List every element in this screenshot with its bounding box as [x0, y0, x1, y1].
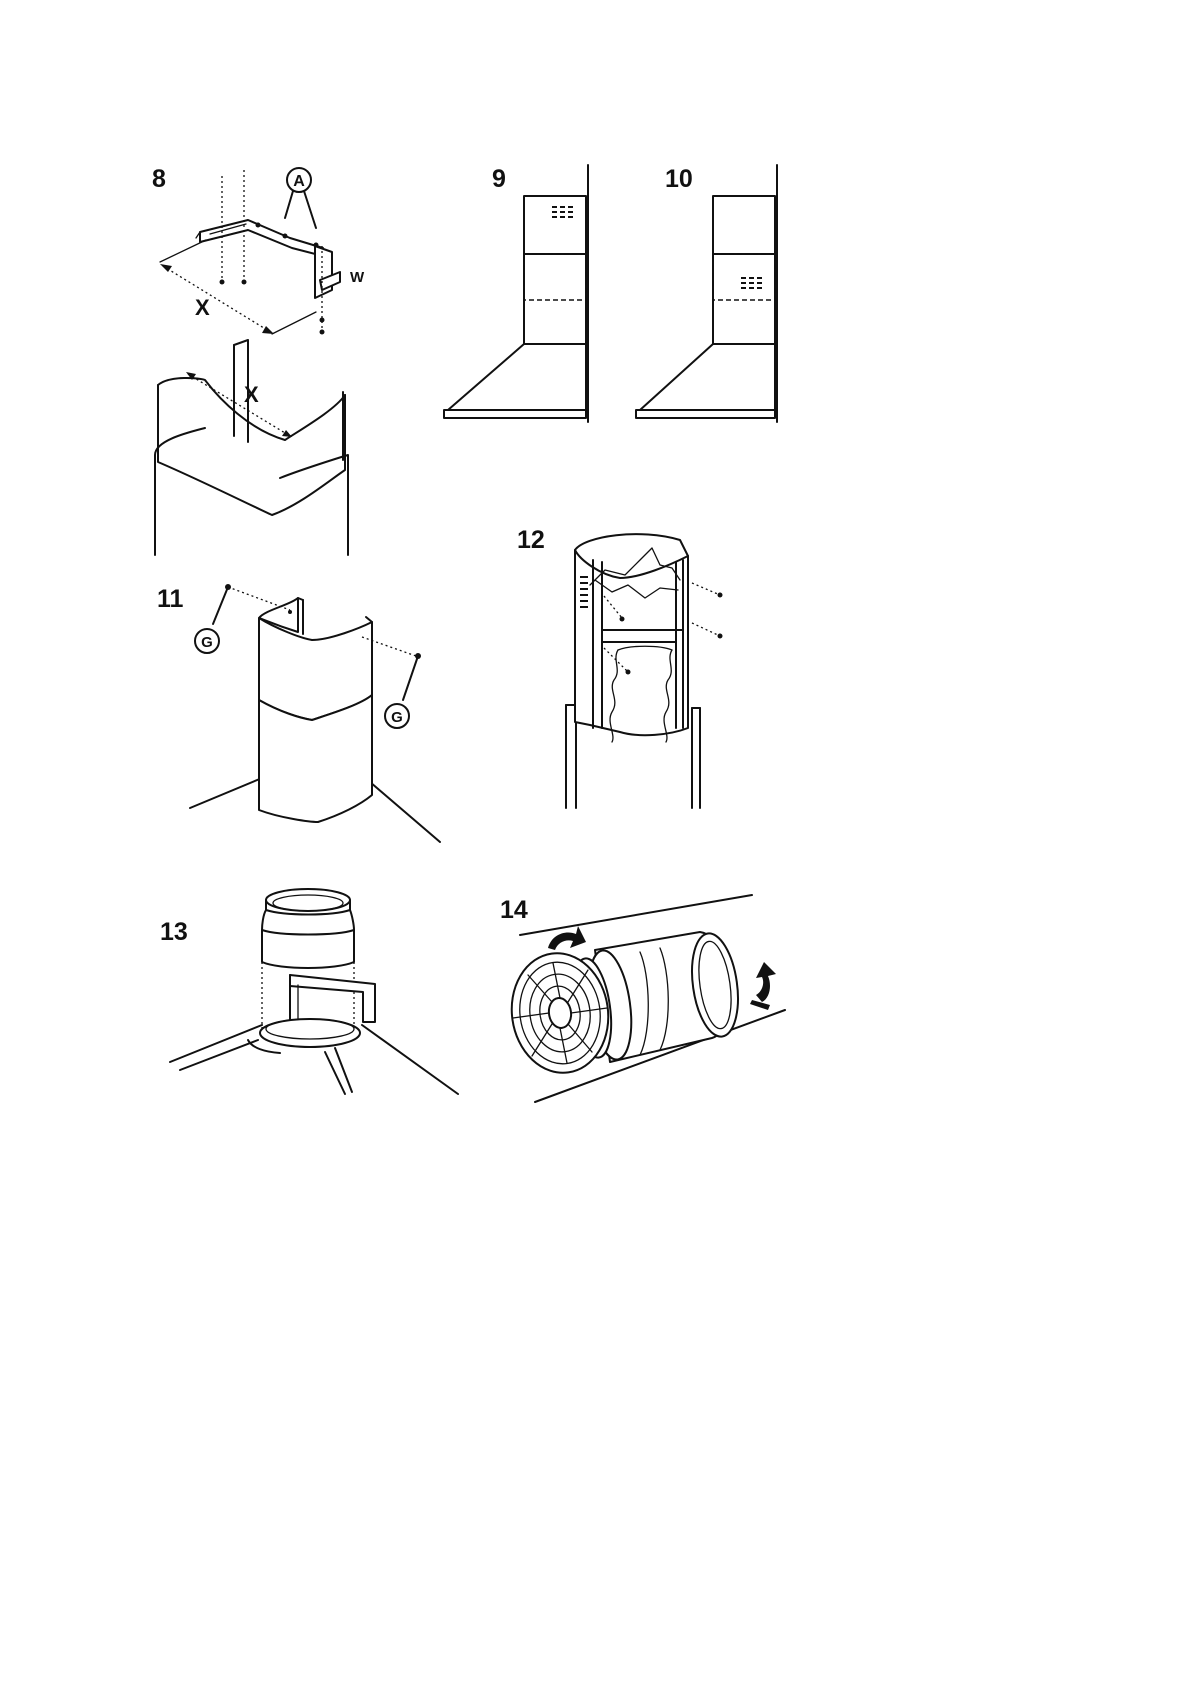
figure-11-number: 11 [157, 585, 184, 613]
vent-slots-10 [741, 277, 762, 289]
rotate-arrow-icon [750, 962, 776, 1010]
callout-g-2: G [385, 704, 409, 728]
callout-a: A [285, 168, 316, 228]
figure-14-number: 14 [500, 896, 528, 924]
label-g-2: G [391, 709, 403, 726]
figure-14: 14 [500, 895, 785, 1102]
label-x-2: X [244, 382, 259, 407]
vent-slots-9 [552, 206, 573, 218]
figure-8-number: 8 [152, 165, 166, 193]
figure-12: 12 [517, 526, 723, 808]
dimension-x-bracket: X [160, 240, 316, 334]
cooker-hood-icon [444, 165, 588, 422]
figure-10: 10 [636, 165, 777, 422]
figure-8: 8 A W [152, 165, 365, 555]
label-x-1: X [195, 295, 210, 320]
figure-9-number: 9 [492, 165, 506, 193]
figure-13-number: 13 [160, 918, 188, 946]
collar-adapter-icon [262, 889, 354, 968]
figure-10-number: 10 [665, 165, 693, 193]
chimney-cover-icon: X [155, 340, 348, 555]
figure-12-number: 12 [517, 526, 545, 554]
label-a: A [293, 173, 305, 190]
figure-11: 11 G G [157, 584, 440, 842]
callout-g-1: G [195, 629, 219, 653]
figure-9: 9 [444, 165, 588, 422]
charcoal-filter-icon [504, 930, 744, 1079]
label-g-1: G [201, 634, 213, 651]
figure-13: 13 [160, 889, 458, 1094]
cooker-hood-icon [636, 165, 777, 422]
label-w: W [350, 269, 365, 286]
hood-bracket-icon [196, 220, 340, 298]
